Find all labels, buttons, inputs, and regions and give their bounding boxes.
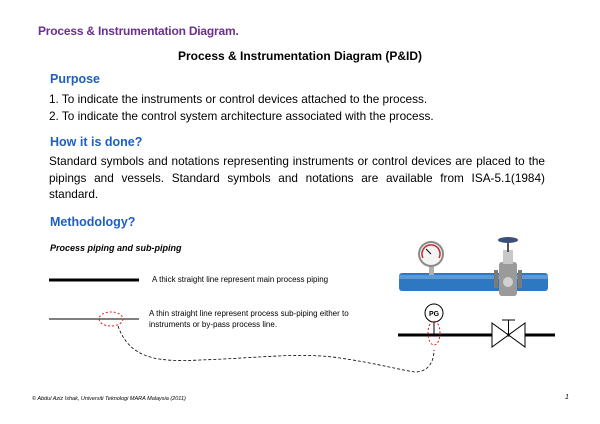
pg-instrument-bubble xyxy=(424,303,444,323)
pg-highlight xyxy=(427,320,441,346)
page-title: Process & Instrumentation Diagram (P&ID) xyxy=(177,49,423,63)
footer-credit: © Abdul Aziz Ishak, Universiti Teknologi… xyxy=(32,396,186,402)
purpose-item-1: 1. To indicate the instruments or contro… xyxy=(49,92,428,106)
pg-label: PG xyxy=(429,311,440,318)
methodology-heading: Methodology? xyxy=(50,215,136,229)
main-pipe-caption: A thick straight line represent main pro… xyxy=(152,275,329,284)
pipe-photo xyxy=(399,237,548,296)
sub-pipe-highlight xyxy=(98,311,124,327)
how-paragraph: Standard symbols and notations represent… xyxy=(49,154,545,201)
piping-subheading: Process piping and sub-piping xyxy=(50,243,182,253)
purpose-list: 1. To indicate the instruments or contro… xyxy=(49,91,434,124)
how-heading: How it is done? xyxy=(50,135,143,149)
page-number: 1 xyxy=(565,394,569,401)
sub-pipe-caption: A thin straight line represent process s… xyxy=(149,309,349,329)
purpose-item-2: 2. To indicate the control system archit… xyxy=(49,108,434,123)
purpose-heading: Purpose xyxy=(50,72,101,86)
header-title: Process & Instrumentation Diagram. xyxy=(38,24,239,38)
connector-curve xyxy=(117,325,435,373)
